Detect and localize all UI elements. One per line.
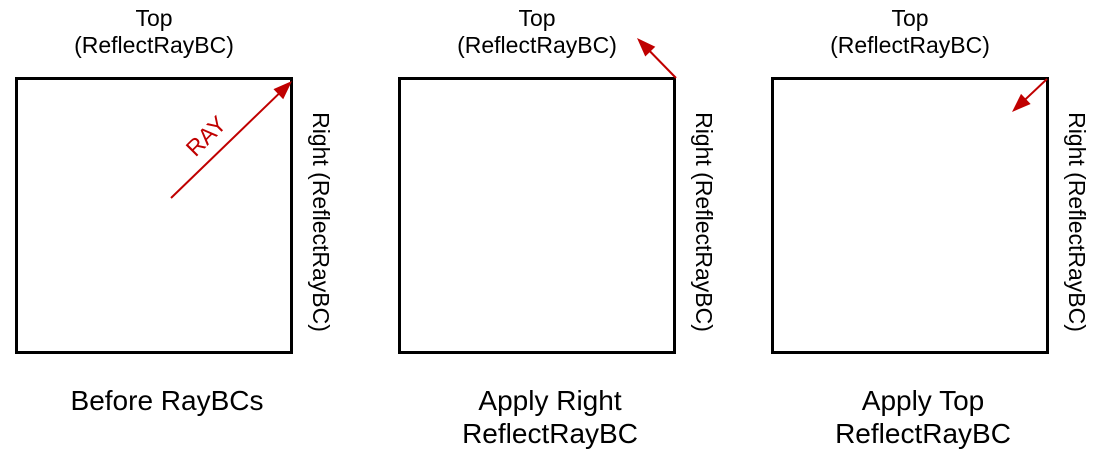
top-boundary-label: Top (ReflectRayBC) — [771, 5, 1049, 59]
top-boundary-label-line2: (ReflectRayBC) — [74, 32, 234, 58]
panel-caption-line2: ReflectRayBC — [462, 418, 638, 449]
top-boundary-label-line1: Top — [891, 5, 929, 31]
panel-caption-line1: Apply Right — [478, 385, 622, 416]
domain-box — [771, 77, 1049, 354]
panel-caption-line2: ReflectRayBC — [835, 418, 1011, 449]
top-boundary-label-line1: Top — [518, 5, 556, 31]
top-boundary-label-line1: Top — [135, 5, 173, 31]
panel-caption: Apply Top ReflectRayBC — [771, 384, 1075, 450]
right-boundary-label: Right (ReflectRayBC) — [1064, 112, 1090, 332]
top-boundary-label-line2: (ReflectRayBC) — [457, 32, 617, 58]
top-boundary-label-line2: (ReflectRayBC) — [830, 32, 990, 58]
top-boundary-label: Top (ReflectRayBC) — [15, 5, 293, 59]
top-boundary-label: Top (ReflectRayBC) — [398, 5, 676, 59]
domain-box — [15, 77, 293, 354]
panel-before-raybcs: Top (ReflectRayBC) Right (ReflectRayBC) … — [15, 0, 355, 461]
panel-caption: Apply Right ReflectRayBC — [398, 384, 702, 450]
panel-caption: Before RayBCs — [15, 384, 319, 417]
panel-apply-top-reflectraybc: Top (ReflectRayBC) Right (ReflectRayBC) … — [771, 0, 1107, 461]
panel-caption-line1: Apply Top — [861, 385, 985, 416]
right-boundary-label: Right (ReflectRayBC) — [691, 112, 717, 332]
domain-box — [398, 77, 676, 354]
panel-apply-right-reflectraybc: Top (ReflectRayBC) Right (ReflectRayBC) … — [398, 0, 738, 461]
right-boundary-label: Right (ReflectRayBC) — [308, 112, 334, 332]
panel-caption-line1: Before RayBCs — [70, 385, 264, 416]
